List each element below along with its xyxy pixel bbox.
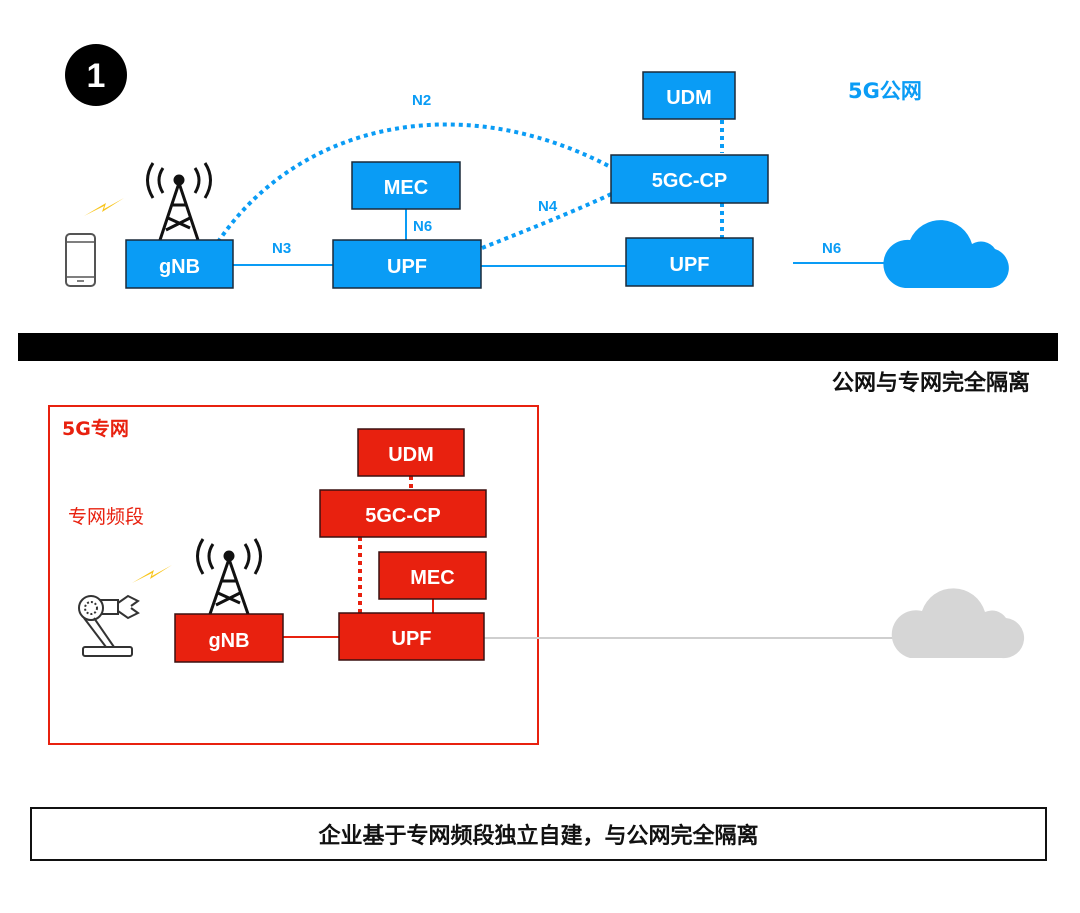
public-mec-label: MEC	[384, 177, 428, 199]
isolated-internet-cloud-icon	[891, 588, 1025, 659]
cell-tower-icon	[146, 162, 212, 241]
public-network-title: 5G公网	[848, 79, 922, 103]
private-network-title: 5G专网	[62, 417, 129, 440]
n2-label: N2	[412, 92, 431, 109]
step-badge-number: 1	[87, 57, 106, 95]
isolation-divider	[18, 333, 1058, 361]
n6-mec-label: N6	[413, 218, 432, 235]
private-gnb-label: gNB	[208, 630, 249, 652]
public-upf-core-label: UPF	[670, 254, 710, 276]
public-upf-edge-label: UPF	[387, 256, 427, 278]
private-cell-tower-icon	[196, 538, 262, 615]
public-core-cp-node: 5GC-CP	[610, 154, 769, 204]
caption-text: 企业基于专网频段独立自建，与公网完全隔离	[318, 824, 759, 849]
public-gnb-label: gNB	[159, 256, 200, 278]
public-upf-edge-node: UPF	[332, 239, 482, 289]
lightning-icon	[84, 198, 124, 216]
private-gnb-node: gNB	[174, 613, 284, 663]
public-internet-cloud-icon	[883, 220, 1009, 288]
private-spectrum-label: 专网频段	[68, 506, 144, 528]
isolation-label: 公网与专网完全隔离	[832, 370, 1030, 396]
caption-box: 企业基于专网频段独立自建，与公网完全隔离	[30, 807, 1047, 861]
private-upf-node: UPF	[338, 612, 485, 661]
public-mec-node: MEC	[351, 161, 461, 210]
step-badge: 1	[65, 44, 127, 106]
robot-arm-icon	[78, 594, 140, 657]
public-udm-label: UDM	[666, 87, 712, 109]
private-udm-node: UDM	[357, 428, 465, 477]
private-network-boundary	[48, 405, 539, 745]
private-mec-label: MEC	[410, 567, 454, 589]
private-core-cp-label: 5GC-CP	[365, 505, 441, 527]
private-upf-label: UPF	[392, 628, 432, 650]
n4-link	[481, 183, 631, 250]
n3-label: N3	[272, 240, 291, 257]
private-core-cp-node: 5GC-CP	[319, 489, 487, 538]
public-upf-core-node: UPF	[625, 237, 754, 287]
public-gnb-node: gNB	[125, 239, 234, 289]
n4-label: N4	[538, 198, 558, 215]
private-mec-node: MEC	[378, 551, 487, 600]
private-lightning-icon	[132, 565, 172, 583]
n2-link	[216, 122, 627, 244]
private-udm-label: UDM	[388, 444, 434, 466]
public-udm-node: UDM	[642, 71, 736, 120]
n6-internet-label: N6	[822, 240, 841, 257]
public-core-cp-label: 5GC-CP	[652, 170, 728, 192]
smartphone-icon	[65, 233, 96, 287]
